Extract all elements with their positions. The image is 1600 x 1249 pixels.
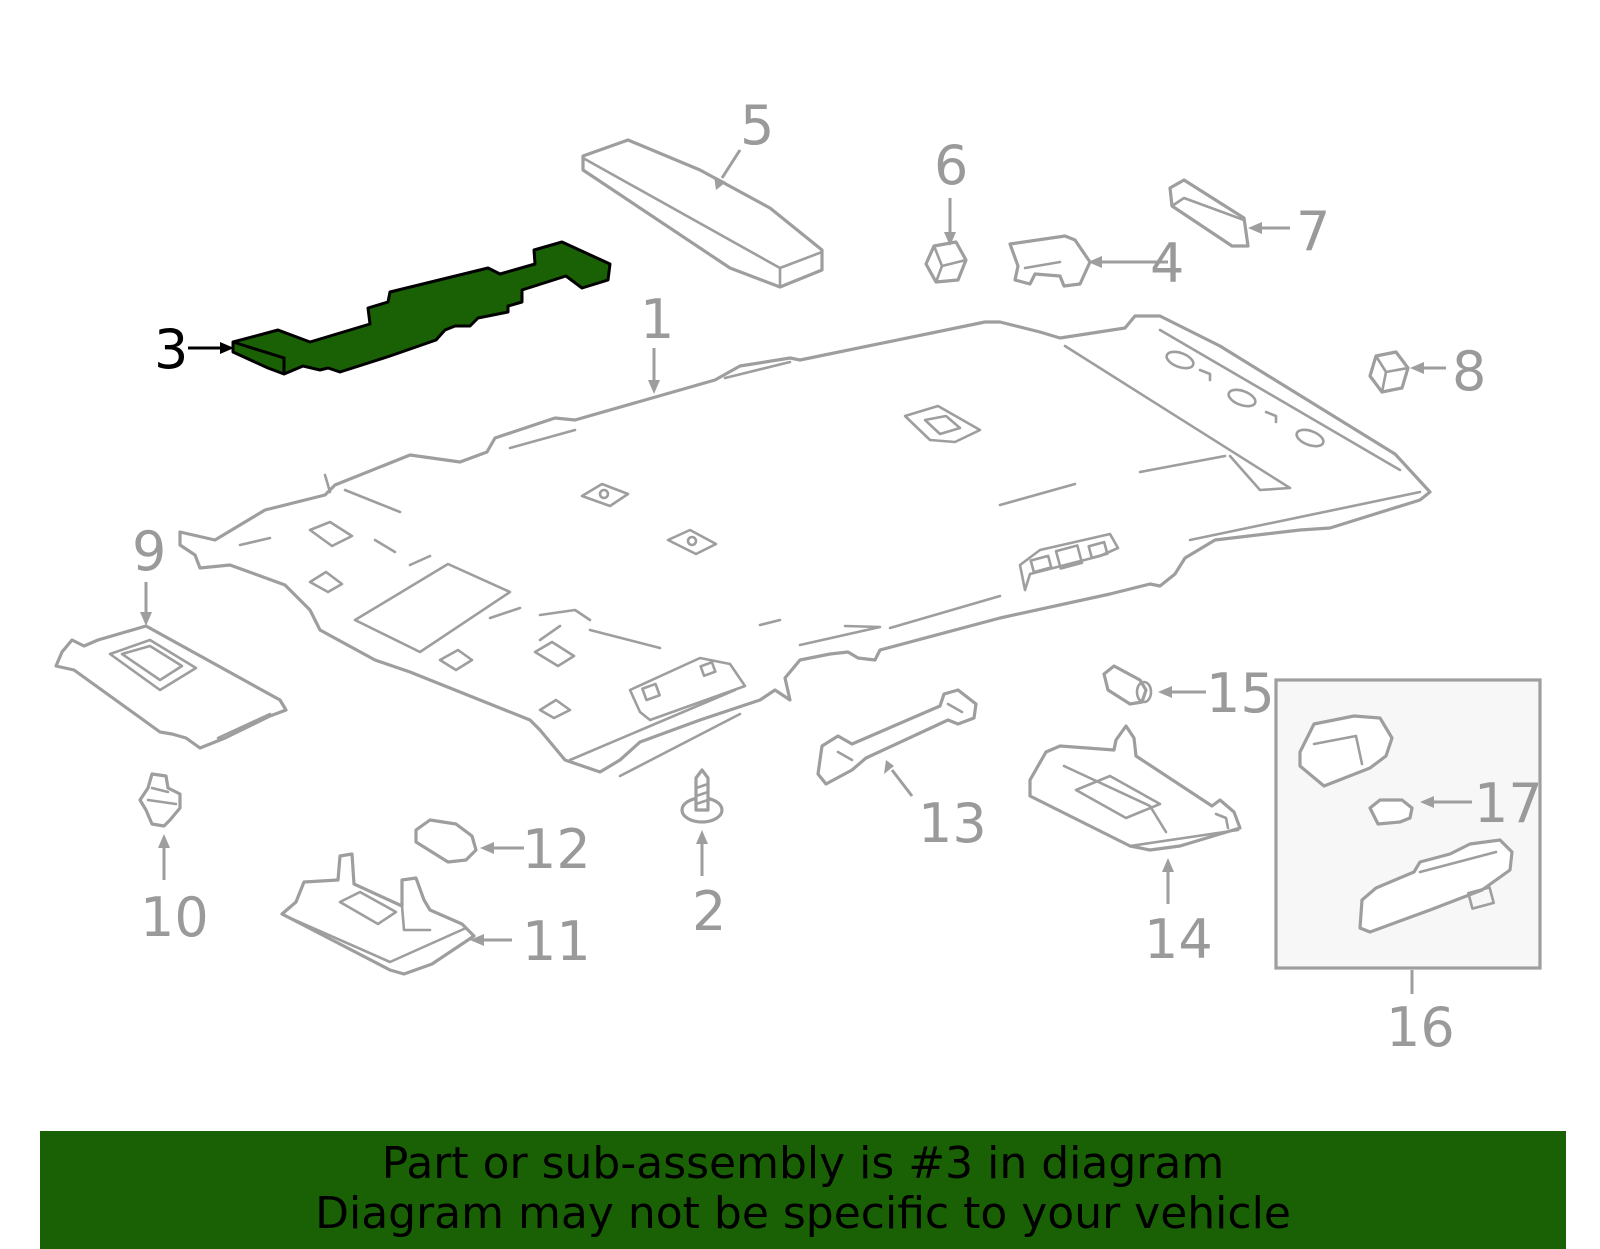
callout-4: 4	[1150, 232, 1184, 295]
callout-16: 16	[1386, 996, 1455, 1059]
callout-5: 5	[740, 94, 774, 157]
part-1-headliner[interactable]	[178, 314, 1432, 778]
part-9-sun-visor[interactable]	[54, 624, 288, 750]
part-16-kit-box[interactable]	[1274, 678, 1542, 970]
part-4-bracket[interactable]	[1008, 234, 1092, 288]
callout-15: 15	[1206, 662, 1275, 725]
callout-6: 6	[934, 134, 968, 197]
part-14-overhead-console[interactable]	[1028, 724, 1242, 852]
callout-1: 1	[640, 288, 674, 351]
callout-17: 17	[1474, 772, 1543, 835]
callout-10: 10	[140, 886, 209, 949]
callout-2: 2	[692, 880, 726, 943]
info-banner: Part or sub-assembly is #3 in diagram Di…	[40, 1131, 1566, 1249]
callout-7: 7	[1296, 200, 1330, 263]
callout-leaders	[140, 149, 1472, 994]
part-15-bulb[interactable]	[1102, 664, 1153, 706]
part-13-assist-handle[interactable]	[816, 688, 978, 786]
part-10-clip[interactable]	[138, 772, 182, 828]
callout-3: 3	[154, 318, 188, 381]
callout-14: 14	[1144, 908, 1213, 971]
part-7-trim-piece[interactable]	[1168, 178, 1250, 248]
part-8-clip[interactable]	[1368, 350, 1410, 394]
callout-11: 11	[522, 910, 591, 973]
callout-8: 8	[1452, 340, 1486, 403]
part-6-clip[interactable]	[924, 240, 968, 284]
part-5-trim-strip[interactable]	[581, 138, 824, 289]
part-11-lamp-housing[interactable]	[280, 852, 476, 976]
part-3-highlighted-trim[interactable]	[231, 240, 612, 376]
callout-13: 13	[918, 792, 987, 855]
banner-line-1: Part or sub-assembly is #3 in diagram	[381, 1138, 1225, 1189]
callout-9: 9	[132, 520, 166, 583]
banner-line-2: Diagram may not be specific to your vehi…	[315, 1188, 1291, 1239]
part-12-lamp-lens[interactable]	[414, 818, 478, 864]
part-2-screw[interactable]	[680, 768, 724, 824]
callout-12: 12	[522, 818, 591, 881]
